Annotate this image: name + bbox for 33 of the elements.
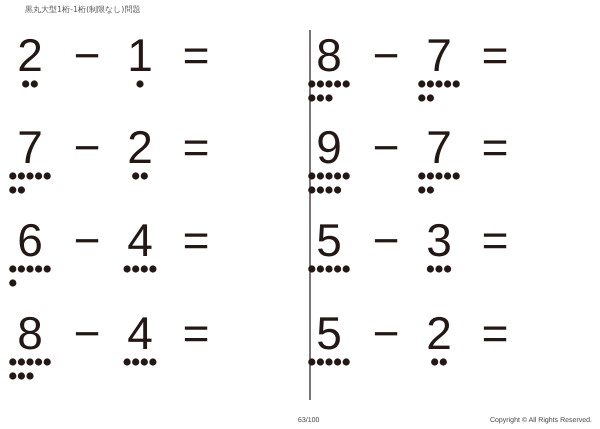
minus-sign: −	[372, 310, 400, 356]
number: 2	[426, 310, 452, 356]
equals-sign: =	[182, 32, 210, 78]
equals-sign: =	[182, 124, 210, 170]
number: 5	[316, 310, 342, 356]
number: 6	[17, 217, 43, 263]
number: 5	[316, 217, 342, 263]
number: 2	[127, 124, 153, 170]
minus-sign: −	[74, 32, 100, 78]
equals-sign: =	[482, 310, 508, 356]
number: 4	[127, 310, 153, 356]
minus-sign: −	[74, 217, 100, 263]
number: 7	[17, 124, 43, 170]
minus-sign: −	[372, 32, 400, 78]
equals-sign: =	[482, 217, 508, 263]
number: 3	[426, 217, 452, 263]
minus-sign: −	[372, 217, 400, 263]
equals-sign: =	[182, 310, 210, 356]
number: 1	[127, 32, 153, 78]
number: 8	[17, 310, 43, 356]
number: 4	[127, 217, 153, 263]
number: 9	[316, 124, 342, 170]
worksheet-title: 黒丸大型1桁-1桁(制限なし)問題	[25, 4, 140, 15]
number: 8	[316, 32, 342, 78]
equals-sign: =	[482, 32, 508, 78]
minus-sign: −	[74, 124, 100, 170]
number: 7	[426, 32, 452, 78]
equals-sign: =	[482, 124, 508, 170]
number: 2	[17, 32, 43, 78]
minus-sign: −	[74, 310, 100, 356]
equals-sign: =	[182, 217, 210, 263]
minus-sign: −	[372, 124, 400, 170]
number: 7	[426, 124, 452, 170]
